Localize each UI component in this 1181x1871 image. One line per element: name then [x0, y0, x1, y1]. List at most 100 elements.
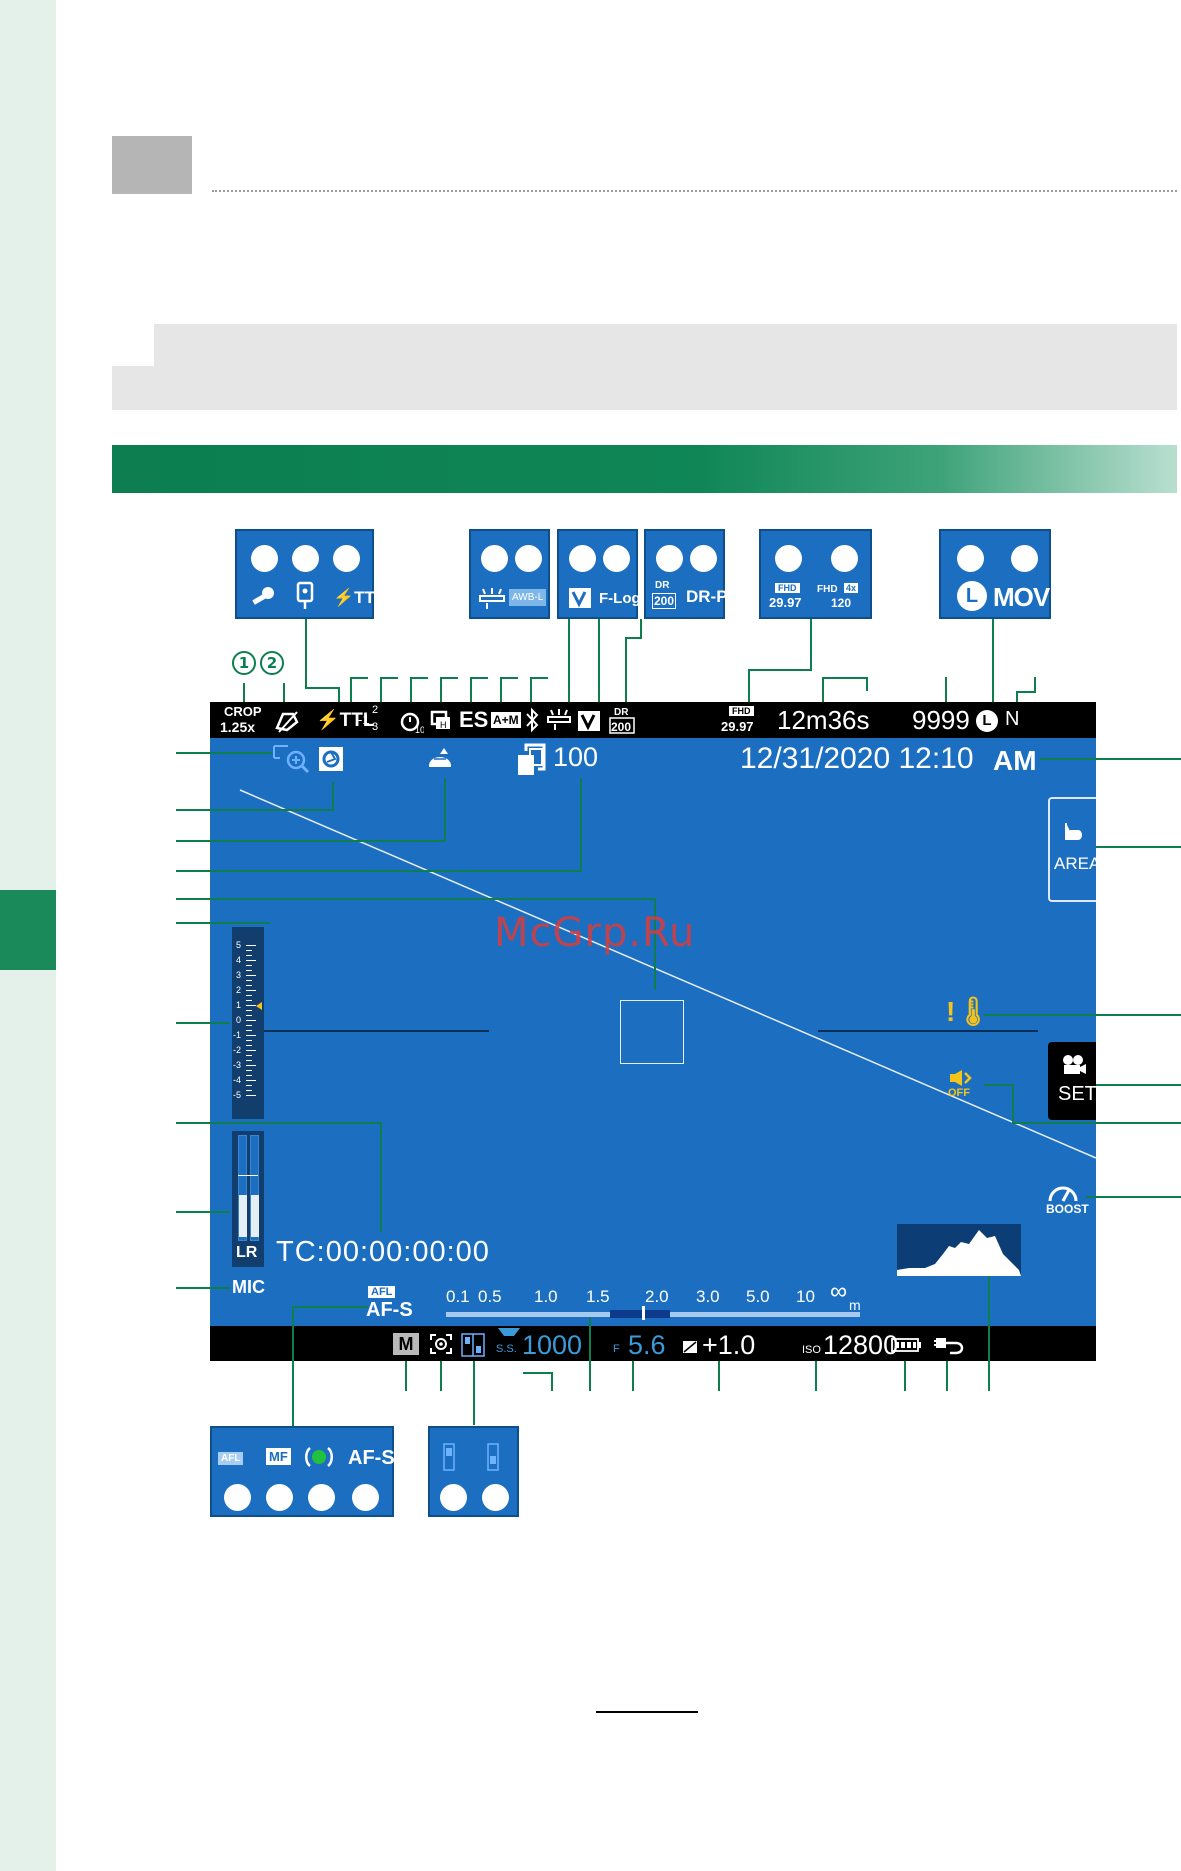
histogram-curve — [897, 1230, 1021, 1276]
scale-label: ∞ — [830, 1278, 848, 1305]
white-balance-icon — [547, 709, 571, 730]
meter-tick-label: -1 — [233, 1030, 242, 1040]
connector — [992, 619, 994, 705]
dr-p-label: DR-P — [686, 587, 728, 606]
focus-frame — [620, 1000, 684, 1064]
exposure-comp-icon — [683, 1341, 697, 1353]
movie-camera-icon — [1063, 1055, 1086, 1074]
meter-minor-tick — [246, 980, 252, 981]
metering-icon — [430, 1334, 452, 1354]
leader — [176, 809, 334, 811]
leader — [1096, 846, 1181, 848]
sound-off-label: OFF — [948, 1087, 970, 1099]
movie-set-button[interactable]: SET — [1048, 1042, 1097, 1120]
callout-wb: AWB-L — [469, 529, 550, 619]
meter-minor-tick — [246, 1055, 252, 1056]
watermark-text: McGrp.Ru — [494, 910, 696, 956]
lr-label: LR — [236, 1244, 258, 1261]
shutter-speed: 1000 — [522, 1330, 583, 1360]
scale-label: 0.1 — [446, 1287, 470, 1306]
tick — [350, 677, 352, 705]
meter-minor-tick — [246, 995, 252, 996]
mute-icon — [950, 1070, 972, 1086]
audio-level-r — [250, 1135, 259, 1241]
audio-level-meter: LR — [232, 1131, 264, 1267]
electronic-shutter: ES — [459, 707, 489, 732]
set-label: SET — [1058, 1083, 1097, 1105]
touch-area-button[interactable]: AREA — [1048, 797, 1100, 902]
meter-tick-label: 0 — [236, 1015, 242, 1025]
section-marker — [112, 136, 192, 194]
meter-tick — [246, 945, 256, 946]
section-banner — [112, 445, 1177, 493]
dr-value: 200 — [652, 593, 677, 609]
am-pm: AM — [993, 745, 1037, 776]
size-l-badge: L — [957, 581, 987, 611]
tick — [380, 677, 382, 705]
location-icon — [429, 748, 451, 767]
sidebar-chapter-tab[interactable] — [0, 890, 56, 970]
tick — [530, 677, 548, 679]
meter-minor-tick — [246, 985, 252, 986]
leader — [580, 778, 582, 872]
tick — [470, 677, 472, 705]
svg-text:DR: DR — [614, 707, 629, 718]
meter-minor-tick — [246, 1010, 252, 1011]
leader — [988, 1276, 990, 1391]
film-sim-icon — [578, 711, 600, 731]
leader — [1040, 758, 1181, 760]
leader — [654, 898, 656, 990]
meter-minor-tick — [246, 1000, 252, 1001]
film-simulation-icon — [569, 588, 591, 608]
meter-minor-tick — [246, 955, 252, 956]
leader — [176, 1287, 230, 1289]
aperture: 5.6 — [628, 1330, 666, 1360]
leader — [292, 1306, 368, 1308]
area-label: AREA — [1054, 854, 1101, 873]
scale-label: 1.5 — [586, 1287, 610, 1306]
meter-tick-label: 4 — [236, 955, 242, 965]
shutter-type-icon — [319, 747, 343, 771]
crop-label: CROP — [224, 704, 262, 719]
meter-tick — [246, 990, 256, 991]
iso-label: ISO — [802, 1344, 821, 1356]
microphone-icon — [252, 587, 274, 605]
meter-tick — [246, 1035, 256, 1036]
scale-label: 10 — [796, 1287, 815, 1306]
tick — [530, 677, 532, 705]
meter-minor-tick — [246, 1025, 252, 1026]
crop-value: 1.25x — [220, 719, 256, 735]
leader — [292, 1306, 294, 1516]
leader — [551, 1372, 553, 1391]
mic-label: MIC — [232, 1277, 265, 1297]
afl-badge: AFL — [368, 1286, 396, 1298]
shot-count: 100 — [553, 742, 599, 772]
flash-mode: ⚡TTL — [316, 710, 375, 731]
leader — [984, 1084, 1014, 1086]
leader — [176, 1122, 382, 1124]
meter-minor-tick — [246, 1015, 252, 1016]
exposure-compensation: +1.0 — [702, 1330, 756, 1360]
leader — [1086, 1196, 1181, 1198]
meter-tick-label: -3 — [233, 1060, 242, 1070]
bluetooth-icon — [526, 707, 539, 733]
tick — [410, 677, 412, 705]
meter-minor-tick — [246, 1070, 252, 1071]
flash-ttl-label: ⚡TTL — [333, 588, 386, 607]
tick — [440, 677, 442, 705]
exposure-mode-badge: M — [393, 1333, 419, 1355]
leader — [904, 1361, 906, 1391]
note-box-marker — [112, 324, 154, 366]
power-plug-icon — [934, 1338, 964, 1355]
awb-l-badge: AWB-L — [509, 589, 547, 606]
afl-badge-callout: AFL — [218, 1452, 244, 1465]
connector — [748, 669, 750, 705]
callout-dynamic-range: DR 200 DR-P — [644, 529, 728, 619]
af-area-tall-icon — [443, 1443, 455, 1471]
tick — [350, 677, 368, 679]
tick — [283, 683, 285, 705]
meter-minor-tick — [246, 1075, 252, 1076]
leader — [176, 1022, 230, 1024]
